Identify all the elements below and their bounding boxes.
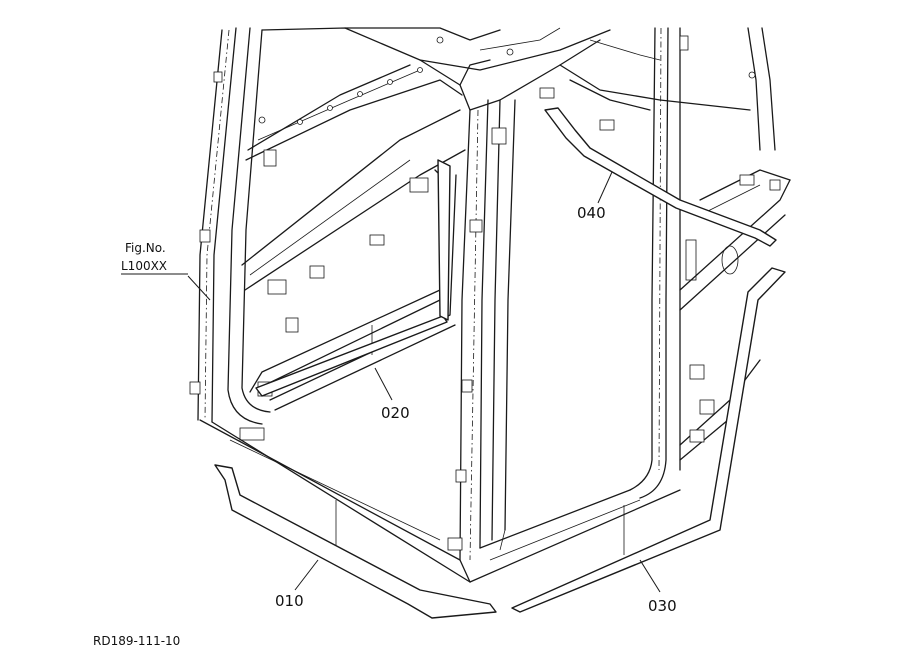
callout-030[interactable]: 030 — [648, 597, 677, 615]
left-front-pillar — [189, 27, 271, 425]
seal-030[interactable] — [511, 267, 786, 613]
leader-040 — [597, 171, 613, 204]
fig-ref-line2[interactable]: L100XX — [121, 259, 167, 273]
left-side-frame — [239, 27, 471, 441]
leader-030 — [639, 559, 661, 593]
leader-fig-ref — [187, 275, 211, 301]
seal-010[interactable] — [214, 464, 497, 619]
leader-020 — [374, 367, 393, 401]
callout-010[interactable]: 010 — [275, 592, 304, 610]
floor-frame — [199, 419, 681, 583]
right-side-frame — [679, 27, 791, 461]
fig-ref-line1: Fig.No. — [125, 241, 166, 255]
callout-040[interactable]: 040 — [577, 204, 606, 222]
leader-010 — [294, 559, 319, 591]
callout-020[interactable]: 020 — [381, 404, 410, 422]
seal-020[interactable] — [255, 159, 451, 397]
seal-040[interactable] — [544, 107, 777, 247]
rear-left-pillar — [447, 99, 516, 583]
drawing-id: RD189-111-10 — [93, 634, 180, 648]
rear-top-frame — [344, 27, 751, 131]
rear-right-pillar — [629, 27, 705, 499]
